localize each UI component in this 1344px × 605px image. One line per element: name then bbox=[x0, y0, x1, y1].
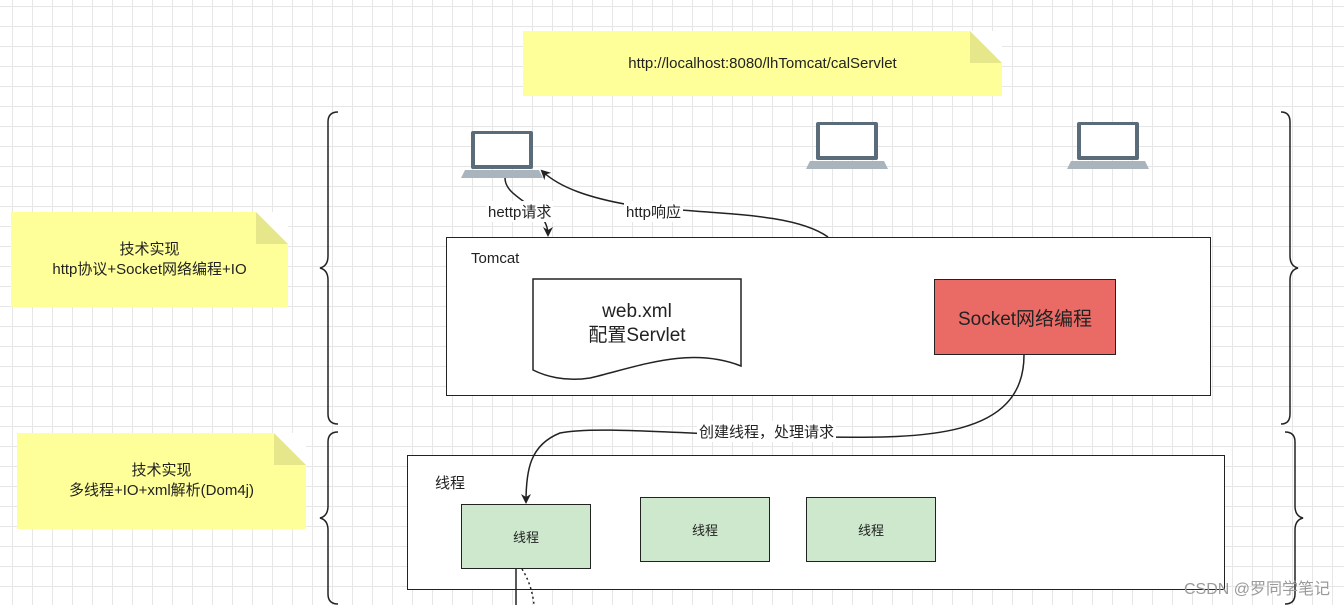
create-thread-label: 创建线程，处理请求 bbox=[697, 421, 837, 442]
tech-note-bottom: 技术实现 多线程+IO+xml解析(Dom4j) bbox=[17, 433, 306, 529]
tech-note-bottom-line2: 多线程+IO+xml解析(Dom4j) bbox=[68, 482, 255, 499]
tomcat-title: Tomcat bbox=[471, 250, 520, 267]
web-xml-line2: 配置Servlet bbox=[588, 325, 686, 346]
response-edge bbox=[540, 169, 829, 238]
url-text: http://localhost:8080/lhTomcat/calServle… bbox=[628, 54, 897, 72]
left-brace-bottom bbox=[319, 431, 339, 605]
web-xml-line1: web.xml bbox=[602, 301, 672, 322]
thread-box-label: 线程 bbox=[512, 530, 539, 545]
thread-box-label: 线程 bbox=[857, 523, 884, 538]
response-label: http响应 bbox=[624, 201, 684, 222]
thread-box-label: 线程 bbox=[691, 523, 718, 538]
request-label: hettp请求 bbox=[486, 201, 554, 222]
right-brace-bottom bbox=[1284, 431, 1304, 605]
thread-box: 线程 bbox=[806, 497, 936, 562]
web-xml-text: web.xml 配置Servlet bbox=[533, 300, 741, 348]
right-brace-top bbox=[1280, 111, 1299, 425]
tech-note-top-line1: 技术实现 bbox=[119, 240, 180, 258]
note-fold bbox=[970, 31, 1002, 63]
tech-note-top-line2: http协议+Socket网络编程+IO bbox=[52, 260, 247, 278]
note-fold bbox=[274, 433, 306, 465]
laptop-icon bbox=[461, 131, 543, 178]
threads-title: 线程 bbox=[435, 475, 466, 492]
socket-box-label: Socket网络编程 bbox=[957, 308, 1093, 330]
socket-box: Socket网络编程 bbox=[934, 279, 1116, 355]
laptop-icon bbox=[806, 122, 888, 169]
url-note: http://localhost:8080/lhTomcat/calServle… bbox=[523, 31, 1002, 96]
tech-note-bottom-line1: 技术实现 bbox=[131, 462, 192, 479]
thread-box: 线程 bbox=[640, 497, 770, 562]
watermark: CSDN @罗同学笔记 bbox=[1183, 581, 1330, 598]
laptop-icon bbox=[1067, 122, 1149, 169]
thread-out-dotted bbox=[521, 568, 535, 605]
left-brace-top bbox=[319, 111, 339, 425]
note-fold bbox=[256, 212, 288, 244]
tech-note-top: 技术实现 http协议+Socket网络编程+IO bbox=[11, 212, 288, 307]
thread-box: 线程 bbox=[461, 504, 591, 569]
